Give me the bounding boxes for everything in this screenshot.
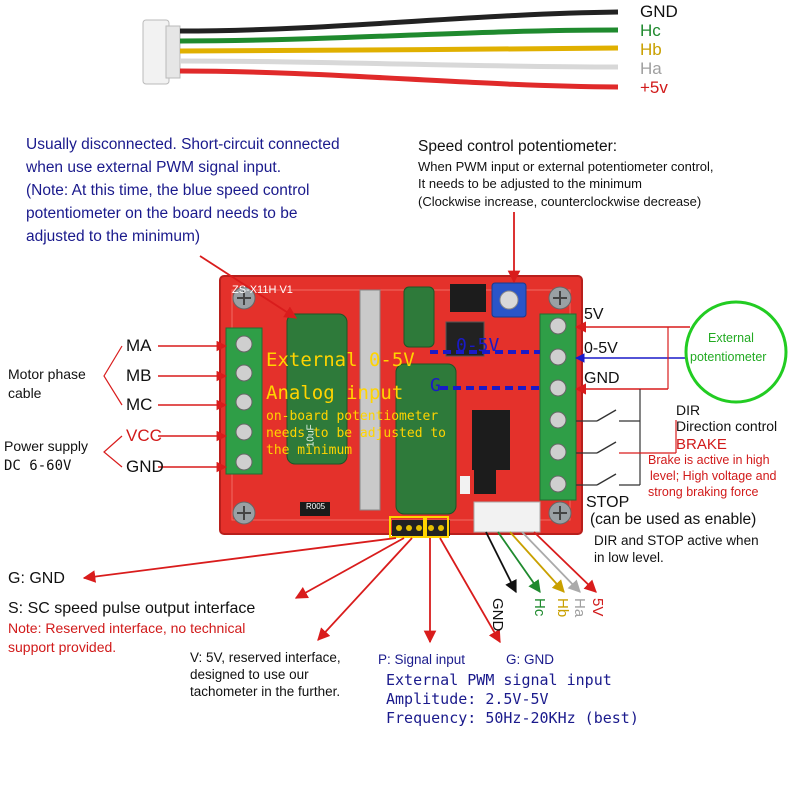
wire-hc <box>179 27 619 44</box>
short-circuit-note-2: when use external PWM signal input. <box>26 159 282 176</box>
wire-label-hb: Hb <box>640 40 662 59</box>
hall-connector <box>142 19 170 85</box>
active-low-2: in low level. <box>594 550 664 565</box>
driver-chip <box>472 410 510 470</box>
label-0-5v: 0-5V <box>584 340 618 357</box>
hall-label-hb: Hb <box>554 598 571 618</box>
resistor-code: R005 <box>306 502 326 511</box>
capacitor-left <box>286 313 348 465</box>
v-note-1: V: 5V, reserved interface, <box>190 650 341 665</box>
label-ma: MA <box>126 336 152 355</box>
pcb-board <box>219 275 583 538</box>
wire-label-ha: Ha <box>640 59 662 78</box>
label-gnd-right: GND <box>584 370 620 387</box>
ext-pot-line-1: External <box>708 331 754 345</box>
speed-pot-line-3: (Clockwise increase, counterclockwise de… <box>418 194 702 209</box>
overlay-minimum: the minimum <box>266 443 353 458</box>
inductor <box>445 321 485 357</box>
s-note-2: support provided. <box>8 639 117 655</box>
label-stop: STOP <box>586 494 630 511</box>
speed-pot-title: Speed control potentiometer: <box>418 138 618 155</box>
speed-pot-line-2: It needs to be adjusted to the minimum <box>418 176 643 191</box>
dir-desc: Direction control <box>676 418 778 434</box>
label-g-gnd: G: GND <box>8 570 65 587</box>
label-mb: MB <box>126 366 152 385</box>
label-dir: DIR <box>676 402 701 418</box>
hall-label-5v: 5V <box>589 598 606 617</box>
brake-desc-3: strong braking force <box>648 485 759 499</box>
overlay-external-0-5v: External 0-5V <box>266 349 415 371</box>
wire-hb <box>179 45 619 54</box>
wire-ha <box>179 58 619 70</box>
right-terminal-block <box>539 313 577 501</box>
wire-5v <box>179 68 619 90</box>
pot-label-0-5v: 0-5V <box>456 335 500 356</box>
chip <box>450 284 486 312</box>
v-note-3: tachometer in the further. <box>190 684 341 699</box>
label-mc: MC <box>126 395 153 414</box>
g-gnd-bottom: G: GND <box>506 652 555 667</box>
pwm-line-2: Amplitude: 2.5V-5V <box>386 690 549 708</box>
power-caption-1: Power supply <box>4 438 89 454</box>
motor-phase-caption-2: cable <box>8 385 42 401</box>
ext-pot-line-2: potentiometer <box>690 350 767 364</box>
right-wiring <box>574 300 788 486</box>
short-circuit-note-3: (Note: At this time, the blue speed cont… <box>26 182 310 199</box>
v-note-2: designed to use our <box>190 667 309 682</box>
pwm-line-1: External PWM signal input <box>386 671 612 689</box>
label-vcc: VCC <box>126 426 162 445</box>
capacitor-right <box>395 363 457 515</box>
hall-socket <box>473 501 541 533</box>
wire-label-gnd: GND <box>640 2 678 21</box>
label-5v: 5V <box>584 306 604 323</box>
short-circuit-note-5: adjusted to the minimum) <box>26 228 201 245</box>
label-s-line: S: SC speed pulse output interface <box>8 600 256 617</box>
external-potentiometer <box>684 300 788 404</box>
overlay-onboard-pot: on-board potentiometer <box>266 409 439 424</box>
brake-desc-2: level; High voltage and <box>650 469 777 483</box>
hall-label-gnd: GND <box>489 598 506 632</box>
brake-desc-1: Brake is active in high <box>648 453 770 467</box>
wire-gnd <box>179 9 619 34</box>
power-caption-2: DC 6-60V <box>4 458 72 474</box>
active-low-1: DIR and STOP active when <box>594 533 759 548</box>
stop-desc: (can be used as enable) <box>590 511 757 528</box>
motor-phase-caption-1: Motor phase <box>8 366 86 382</box>
speed-pot-line-1: When PWM input or external potentiometer… <box>418 159 714 174</box>
short-circuit-note-4: potentiometer on the board needs to be <box>26 205 298 222</box>
hall-label-hc: Hc <box>531 598 548 617</box>
overlay-needs-adjust: needs to be adjusted to <box>266 426 447 441</box>
wire-label-5v: +5v <box>640 78 668 97</box>
s-note-1: Note: Reserved interface, no technical <box>8 620 246 636</box>
label-gnd-left: GND <box>126 457 164 476</box>
hall-cable <box>142 9 619 90</box>
hall-bottom-wires <box>485 531 597 594</box>
pwm-line-3: Frequency: 50Hz-20KHz (best) <box>386 709 639 727</box>
wire-label-hc: Hc <box>640 21 661 40</box>
p-signal-input: P: Signal input <box>378 652 466 667</box>
signal-arrows <box>82 537 501 644</box>
short-circuit-note-1: Usually disconnected. Short-circuit conn… <box>26 136 340 153</box>
hall-label-ha: Ha <box>571 598 588 618</box>
resistor <box>300 502 330 516</box>
pot-label-g: G <box>430 375 441 396</box>
board-silkscreen: ZS-X11H V1 <box>232 284 293 296</box>
left-arrows <box>103 340 228 473</box>
label-brake: BRAKE <box>676 436 727 453</box>
overlay-analog-input: Analog input <box>266 382 404 404</box>
